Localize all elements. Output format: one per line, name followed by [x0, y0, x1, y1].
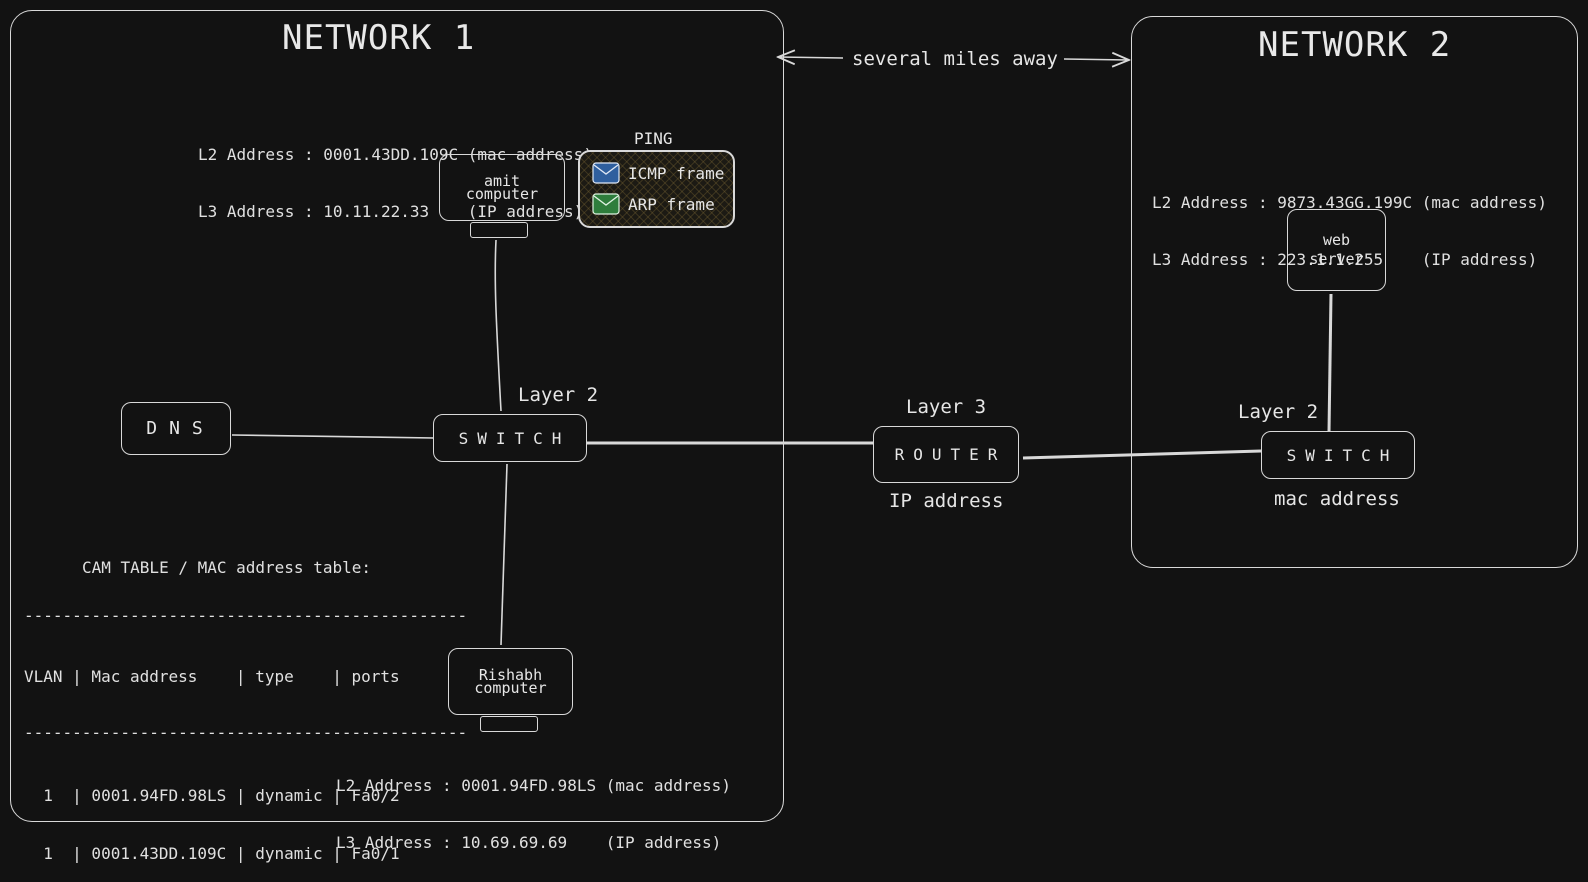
switch-1-layer-label: Layer 2	[518, 384, 599, 406]
dns-server[interactable]: DNS	[121, 402, 231, 455]
web-server-l2-address: L2 Address : 9873.43GG.199C (mac address…	[1152, 193, 1547, 212]
envelope-icon	[592, 193, 620, 215]
cam-table-header: VLAN | Mac address | type | ports	[24, 667, 400, 686]
amit-computer-label: amit computer	[465, 171, 539, 203]
switch-2[interactable]: SWITCH	[1261, 431, 1415, 479]
network-1-boundary	[10, 10, 784, 822]
rishabh-computer-stand	[480, 716, 538, 732]
switch-1[interactable]: SWITCH	[433, 414, 587, 462]
amit-computer-stand	[470, 222, 528, 238]
network-2-title: NETWORK 2	[1258, 25, 1452, 65]
rishabh-computer-label: Rishabh computer	[474, 665, 547, 697]
link-dns-switch	[231, 434, 435, 439]
connections-layer	[231, 0, 1333, 646]
rishabh-computer[interactable]: Rishabh computer	[448, 648, 573, 715]
router-label: ROUTER	[894, 445, 1007, 464]
rishabh-addresses: L2 Address : 0001.94FD.98LS (mac address…	[336, 738, 731, 871]
ping-item-arp-label: ARP frame	[628, 194, 715, 214]
network-2-boundary	[1131, 16, 1578, 568]
ping-item-icmp: ICMP frame	[592, 162, 724, 184]
switch-1-label: SWITCH	[458, 428, 571, 448]
router[interactable]: ROUTER	[873, 426, 1019, 483]
ping-item-arp: ARP frame	[592, 193, 715, 215]
cam-table-rule-top: ----------------------------------------…	[24, 606, 468, 625]
router-layer-label: Layer 3	[906, 396, 987, 418]
web-server[interactable]: web server	[1287, 209, 1386, 291]
amit-l3-address: L3 Address : 10.11.22.33 (IP address)	[198, 202, 584, 221]
web-server-l3-address: L3 Address : 223.1.1.255 (IP address)	[1152, 250, 1538, 269]
router-caption: IP address	[889, 490, 1004, 512]
amit-addresses: L2 Address : 0001.43DD.109C (mac address…	[198, 107, 593, 240]
distance-label: several miles away	[852, 48, 1058, 70]
switch-2-layer-label: Layer 2	[1238, 401, 1319, 423]
rishabh-l3-address: L3 Address : 10.69.69.69 (IP address)	[336, 833, 722, 852]
switch-2-caption: mac address	[1274, 488, 1400, 510]
cam-table-row: 1 | 0001.94FD.98LS | dynamic | Fa0/2	[24, 786, 400, 805]
distance-arrow-left	[778, 57, 844, 58]
web-server-addresses: L2 Address : 9873.43GG.199C (mac address…	[1152, 155, 1547, 288]
rishabh-l2-address: L2 Address : 0001.94FD.98LS (mac address…	[336, 776, 731, 795]
amit-computer[interactable]: amit computer	[439, 154, 565, 221]
ping-item-icmp-label: ICMP frame	[628, 163, 725, 183]
envelope-icon	[592, 162, 620, 184]
ping-title: PING	[634, 129, 673, 148]
link-amit-switch	[494, 239, 502, 412]
cam-table-rule-bottom: ----------------------------------------…	[24, 723, 468, 742]
link-router-switch2	[1022, 449, 1262, 460]
web-server-label: web server	[1309, 231, 1364, 268]
cam-table-title: CAM TABLE / MAC address table:	[82, 558, 371, 577]
ping-legend: ICMP frame ARP frame	[578, 150, 735, 228]
link-webserver-switch2	[1327, 293, 1333, 433]
network-1-title: NETWORK 1	[282, 18, 476, 58]
distance-arrow-right	[1063, 59, 1129, 60]
dns-label: DNS	[146, 418, 215, 439]
switch-2-label: SWITCH	[1286, 445, 1399, 465]
link-switch-rishabh	[500, 463, 508, 646]
